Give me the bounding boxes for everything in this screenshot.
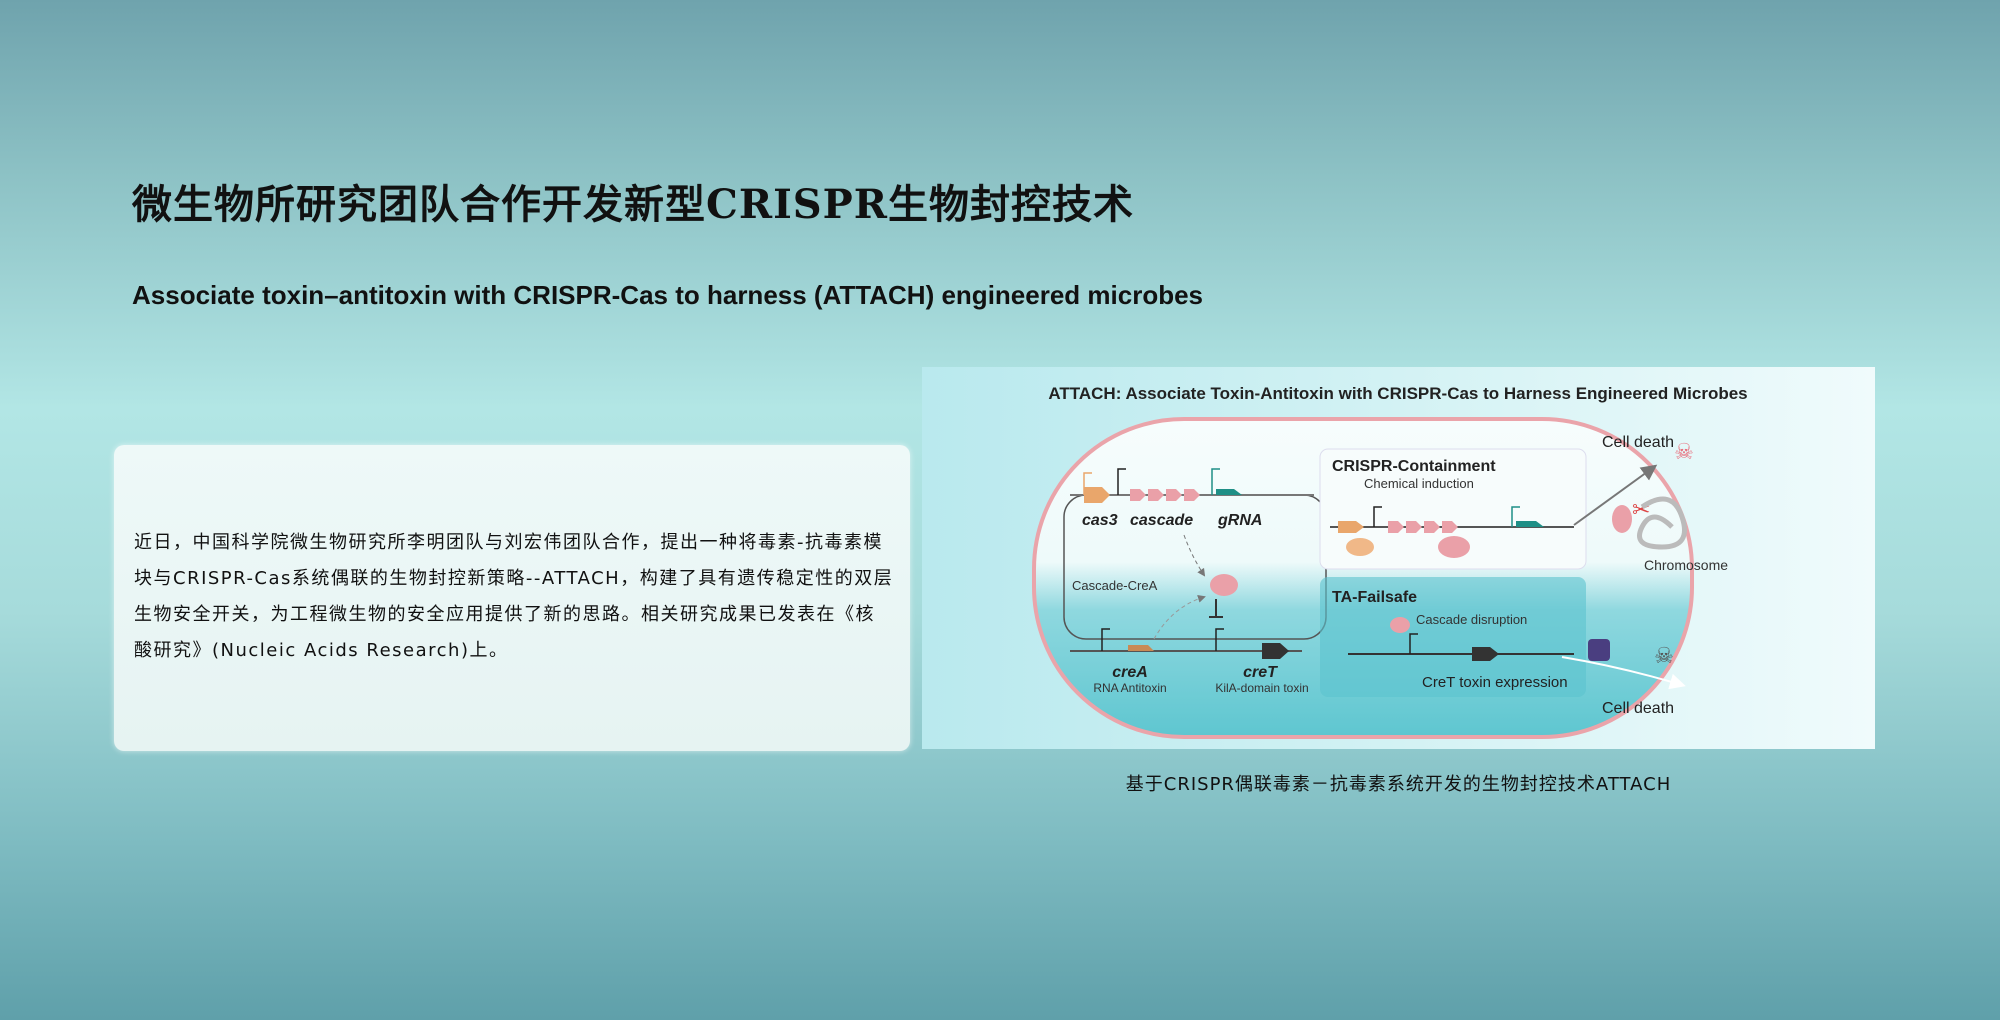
crea-label: creA [1112, 664, 1148, 681]
figure-heading: ATTACH: Associate Toxin-Antitoxin with C… [1048, 384, 1747, 403]
cret-expression-label: CreT toxin expression [1422, 674, 1568, 691]
figure-caption: 基于CRISPR偶联毒素－抗毒素系统开发的生物封控技术ATTACH [1125, 774, 1672, 795]
skull-crossbones-icon: ☠ [1674, 439, 1694, 464]
article-paragraph: 近日，中国科学院微生物研究所李明团队与刘宏伟团队合作，提出一种将毒素-抗毒素模块… [134, 532, 894, 661]
ta-failsafe-label: TA-Failsafe [1332, 589, 1417, 606]
ta-failsafe-box [1320, 577, 1586, 697]
cascade-label: cascade [1130, 512, 1193, 529]
cascade-crea-label: Cascade-CreA [1072, 578, 1158, 593]
cret-gene [1262, 643, 1289, 659]
kila-toxin-label: KilA-domain toxin [1215, 681, 1308, 695]
crispr-containment-label: CRISPR-Containment [1332, 458, 1496, 475]
grna-label: gRNA [1217, 512, 1262, 529]
cas3-gene [1084, 487, 1110, 503]
crispr-containment-box [1319, 448, 1587, 570]
chromosome-shape [1637, 496, 1687, 550]
cascade-genes [1130, 489, 1200, 501]
cascade-disruption-label: Cascade disruption [1416, 612, 1527, 627]
cas3-label: cas3 [1082, 512, 1118, 529]
page-title: 微生物所研究团队合作开发新型CRISPR生物封控技术 [132, 181, 1134, 228]
page-subtitle: Associate toxin–antitoxin with CRISPR-Ca… [132, 280, 1204, 310]
cret-toxin-protein [1588, 639, 1610, 661]
cret-label: creT [1243, 664, 1278, 681]
grna-gene [1216, 489, 1242, 495]
cascade-crea-complex [1210, 574, 1238, 596]
crea-gene [1128, 645, 1154, 651]
chemical-induction-label: Chemical induction [1364, 476, 1474, 491]
cell-death-top-label: Cell death [1602, 434, 1674, 451]
attach-diagram: ATTACH: Associate Toxin-Antitoxin with C… [1032, 384, 1748, 739]
skull-crossbones-icon: ☠ [1654, 643, 1674, 668]
cell-death-bottom-label: Cell death [1602, 700, 1674, 717]
chromosome-label: Chromosome [1644, 557, 1728, 573]
article-card: 近日，中国科学院微生物研究所李明团队与刘宏伟团队合作，提出一种将毒素-抗毒素模块… [114, 445, 910, 751]
rna-antitoxin-label: RNA Antitoxin [1093, 681, 1166, 695]
attach-figure: ATTACH: Associate Toxin-Antitoxin with C… [922, 367, 1875, 749]
